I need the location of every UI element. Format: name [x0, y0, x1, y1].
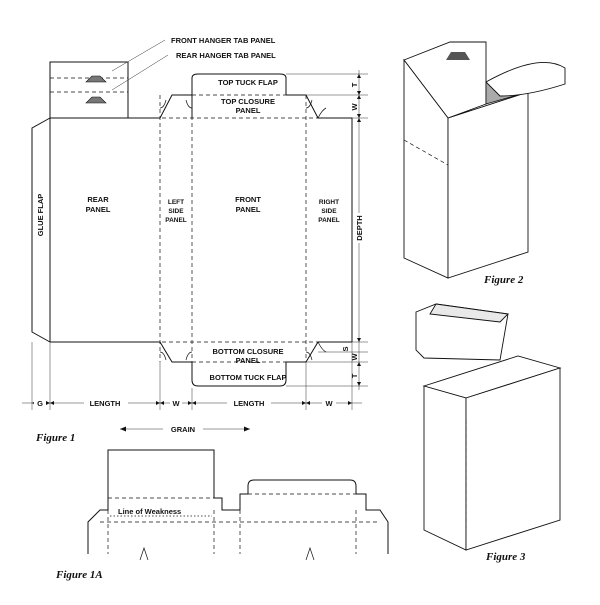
grain-label: GRAIN: [171, 425, 195, 434]
front-hanger-tab-label: FRONT HANGER TAB PANEL: [171, 36, 276, 45]
box3-front: [465, 367, 561, 551]
figure-1: FRONT HANGER TAB PANEL REAR HANGER TAB P…: [22, 36, 368, 444]
dim-w-top: W: [350, 103, 359, 111]
top-dust-flap-notch: [159, 99, 193, 109]
rear-panel-label-1: REAR: [87, 195, 109, 204]
blank-outline: [49, 73, 353, 387]
top-tuck-flap-label: TOP TUCK FLAP: [218, 78, 278, 87]
rear-hanger-tab-label: REAR HANGER TAB PANEL: [176, 51, 276, 60]
figure-3: Figure 3: [415, 303, 562, 563]
top-closure-label-1: TOP CLOSURE: [221, 97, 275, 106]
dim-length-1: LENGTH: [90, 399, 121, 408]
hanger-hole-3d-icon: [446, 52, 470, 60]
left-side-label-2: SIDE: [168, 208, 184, 215]
figure-1a: Line of Weakness Figure 1A: [55, 449, 389, 581]
top-right-dust-notch: [305, 99, 327, 119]
top-closure-label-2: PANEL: [236, 106, 261, 115]
rear-hanger-leader: [111, 54, 169, 91]
left-side-label-1: LEFT: [168, 199, 184, 206]
figure-3-caption: Figure 3: [485, 551, 526, 563]
rear-hanger-hole-icon: [85, 96, 107, 104]
dim-t-bottom: T: [350, 373, 359, 378]
horizontal-dimensions: [22, 342, 362, 410]
bottom-closure-label-1: BOTTOM CLOSURE: [212, 347, 283, 356]
right-side-label-3: PANEL: [318, 217, 340, 224]
right-side-label-1: RIGHT: [319, 199, 339, 206]
rear-panel-label-2: PANEL: [86, 205, 111, 214]
box2-lid-flap: [485, 62, 566, 97]
dim-w-1: W: [172, 399, 180, 408]
bottom-closure-label-2: PANEL: [236, 356, 261, 365]
front-panel-label-1: FRONT: [235, 195, 261, 204]
front-panel-label-2: PANEL: [236, 205, 261, 214]
bottom-right-dust-notch: [305, 341, 327, 361]
dim-length-2: LENGTH: [234, 399, 265, 408]
dim-w-2: W: [325, 399, 333, 408]
dim-g: G: [37, 399, 43, 408]
fig1a-outline: [87, 449, 389, 554]
figure-1a-caption: Figure 1A: [55, 569, 103, 581]
left-side-label-3: PANEL: [165, 217, 187, 224]
figure-2: Figure 2: [403, 41, 566, 286]
line-of-weakness-label: Line of Weakness: [118, 507, 181, 516]
right-side-label-2: SIDE: [321, 208, 337, 215]
glue-flap-outline: [31, 117, 51, 343]
break-marks: [139, 546, 315, 561]
figure-2-caption: Figure 2: [483, 274, 524, 286]
front-hanger-hole-icon: [85, 75, 107, 83]
glue-flap-label: GLUE FLAP: [36, 194, 45, 237]
rear-hanger-tab-panel: [49, 61, 129, 119]
bottom-dust-flap-notch: [159, 351, 193, 361]
front-hanger-leader: [111, 39, 166, 72]
dim-s: S: [341, 346, 350, 351]
bottom-tuck-flap-label: BOTTOM TUCK FLAP: [210, 373, 287, 382]
dim-t-top: T: [350, 82, 359, 87]
box3-side: [423, 385, 467, 551]
box2-front: [447, 91, 529, 279]
box3-flap-edge: [429, 303, 509, 323]
dim-w-bottom: W: [350, 353, 359, 361]
figure-1-caption: Figure 1: [35, 432, 75, 444]
dim-depth: DEPTH: [355, 215, 364, 240]
